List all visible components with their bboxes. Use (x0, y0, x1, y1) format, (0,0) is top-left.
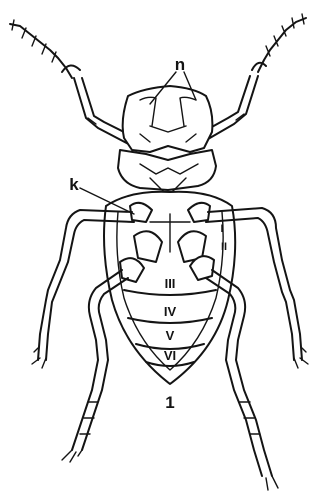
right-antenna (252, 14, 306, 72)
figure-number: 1 (165, 393, 174, 412)
segment-label-6: VI (164, 348, 176, 363)
segment-label-2: II (221, 241, 227, 253)
head-pronotum (123, 86, 213, 152)
label-n: n (175, 55, 185, 74)
segment-label-4: IV (164, 304, 177, 319)
left-antenna (10, 20, 80, 78)
segment-label-3: III (165, 276, 176, 291)
label-k: k (69, 175, 79, 194)
thorax (118, 150, 216, 196)
segment-label-1: I (220, 223, 223, 235)
segment-label-5: V (166, 328, 175, 343)
